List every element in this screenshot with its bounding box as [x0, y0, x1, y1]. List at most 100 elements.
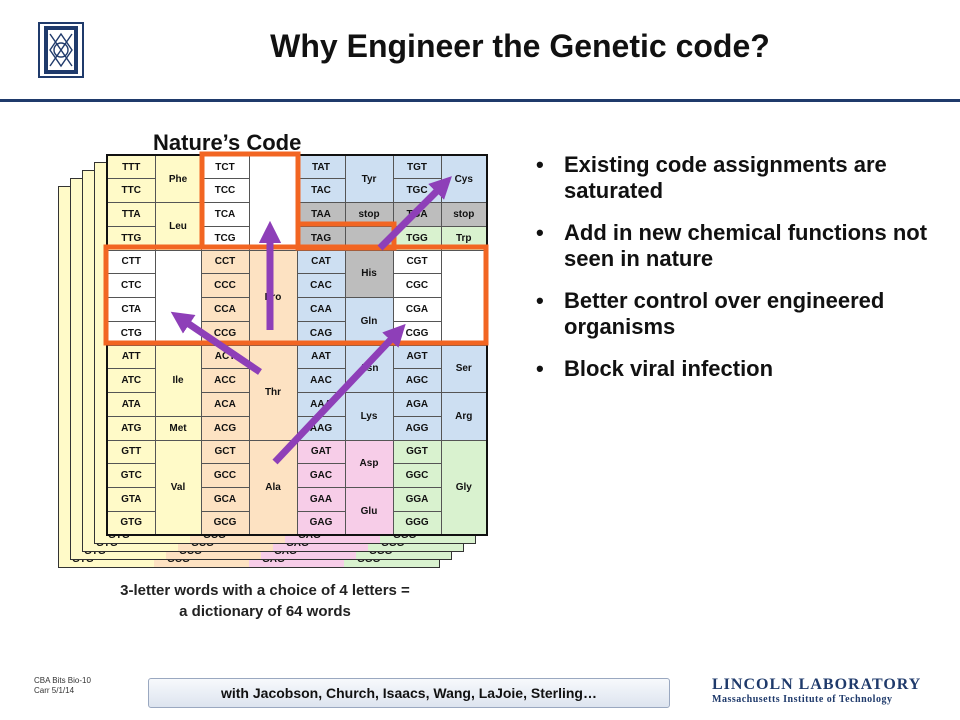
bullet-item: • Better control over engineered organism… [536, 288, 936, 340]
codon-cell: TTT [106, 154, 156, 180]
amino-acid-cell: Arg [440, 392, 488, 441]
codon-cell: GTG [106, 510, 156, 536]
codon-cell: GTC [106, 463, 156, 488]
codon-cell: CTA [106, 297, 156, 322]
amino-acid-cell: Met [154, 415, 202, 441]
codon-cell: TTC [106, 178, 156, 203]
codon-cell: GAG [296, 510, 346, 536]
bullet-text: Existing code assignments are saturated [564, 152, 887, 203]
mit-logo-icon [38, 22, 84, 78]
bullet-text: Block viral infection [564, 356, 774, 381]
codon-cell: CGC [392, 273, 442, 298]
codon-cell: CAG [296, 320, 346, 346]
codon-cell: ACT [200, 344, 250, 370]
amino-acid-cell: Phe [154, 154, 202, 203]
codon-cell: ATT [106, 344, 156, 370]
codon-cell: CTG [106, 320, 156, 346]
lab-name: LINCOLN LABORATORY [712, 676, 922, 693]
amino-acid-cell: Ser [440, 344, 488, 393]
amino-acid-cell: stop [440, 202, 488, 227]
bullet-text: Better control over engineered organisms [564, 288, 885, 339]
codon-cell: CCT [200, 249, 250, 275]
amino-acid-cell: Pro [248, 249, 298, 346]
bullet-text: Add in new chemical functions not seen i… [564, 220, 928, 271]
codon-cell: GTT [106, 439, 156, 465]
codon-cell: AGC [392, 368, 442, 393]
codon-cell: GTA [106, 487, 156, 512]
amino-acid-cell [344, 225, 394, 251]
amino-acid-cell: Gln [344, 297, 394, 346]
amino-acid-cell: Tyr [344, 154, 394, 203]
codon-cell: ATG [106, 415, 156, 441]
codon-cell: CGT [392, 249, 442, 275]
codon-cell: GGG [392, 510, 442, 536]
amino-acid-cell [248, 154, 298, 251]
amino-acid-cell: Thr [248, 344, 298, 441]
codon-cell: AGG [392, 415, 442, 441]
codon-cell: GCA [200, 487, 250, 512]
codon-cell: GAT [296, 439, 346, 465]
table-caption: 3-letter words with a choice of 4 letter… [60, 580, 470, 622]
codon-cell: CGG [392, 320, 442, 346]
codon-cell: CCA [200, 297, 250, 322]
codon-cell: CTT [106, 249, 156, 275]
codon-cell: CTC [106, 273, 156, 298]
codon-cell: CGA [392, 297, 442, 322]
amino-acid-cell: Trp [440, 225, 488, 251]
bullet-icon: • [536, 220, 544, 245]
codon-cell: TGC [392, 178, 442, 203]
amino-acid-cell: Val [154, 439, 202, 536]
codon-cell: TGA [392, 202, 442, 227]
codon-cell: GAA [296, 487, 346, 512]
codon-cell: TTG [106, 225, 156, 251]
bullet-list: • Existing code assignments are saturated… [536, 152, 936, 398]
codon-cell: GGA [392, 487, 442, 512]
lab-affiliation: Massachusetts Institute of Technology [712, 694, 893, 705]
codon-cell: CAC [296, 273, 346, 298]
codon-cell: ACG [200, 415, 250, 441]
amino-acid-cell: Asp [344, 439, 394, 488]
codon-cell: ATC [106, 368, 156, 393]
codon-cell: TAT [296, 154, 346, 180]
amino-acid-cell: Lys [344, 392, 394, 441]
codon-cell: TGG [392, 225, 442, 251]
codon-cell: TGT [392, 154, 442, 180]
codon-cell: AAA [296, 392, 346, 417]
bullet-icon: • [536, 288, 544, 313]
codon-cell: TCA [200, 202, 250, 227]
codon-cell: TTA [106, 202, 156, 227]
codon-cell: CCG [200, 320, 250, 346]
title-divider [0, 99, 960, 102]
amino-acid-cell: Leu [154, 202, 202, 251]
credit-banner: with Jacobson, Church, Isaacs, Wang, LaJ… [148, 678, 670, 708]
footer-line-1: CBA Bits Bio-10 [34, 676, 91, 685]
codon-cell: GGT [392, 439, 442, 465]
codon-cell: CAA [296, 297, 346, 322]
amino-acid-cell: Gly [440, 439, 488, 536]
codon-cell: ACA [200, 392, 250, 417]
caption-line-1: 3-letter words with a choice of 4 letter… [120, 582, 410, 599]
codon-cell: GCT [200, 439, 250, 465]
codon-cell: AAC [296, 368, 346, 393]
codon-cell: CCC [200, 273, 250, 298]
amino-acid-cell: Asn [344, 344, 394, 393]
amino-acid-cell: Cys [440, 154, 488, 203]
footer-notes: CBA Bits Bio-10 Carr 5/1/14 [34, 676, 91, 696]
codon-cell: ATA [106, 392, 156, 417]
amino-acid-cell [154, 249, 202, 346]
codon-cell: TCC [200, 178, 250, 203]
bullet-icon: • [536, 152, 544, 177]
lincoln-laboratory-logo: LINCOLN LABORATORY Massachusetts Institu… [712, 676, 927, 705]
codon-cell: TCT [200, 154, 250, 180]
amino-acid-cell: Glu [344, 487, 394, 536]
slide-title: Why Engineer the Genetic code? [270, 28, 770, 64]
codon-cell: AGT [392, 344, 442, 370]
